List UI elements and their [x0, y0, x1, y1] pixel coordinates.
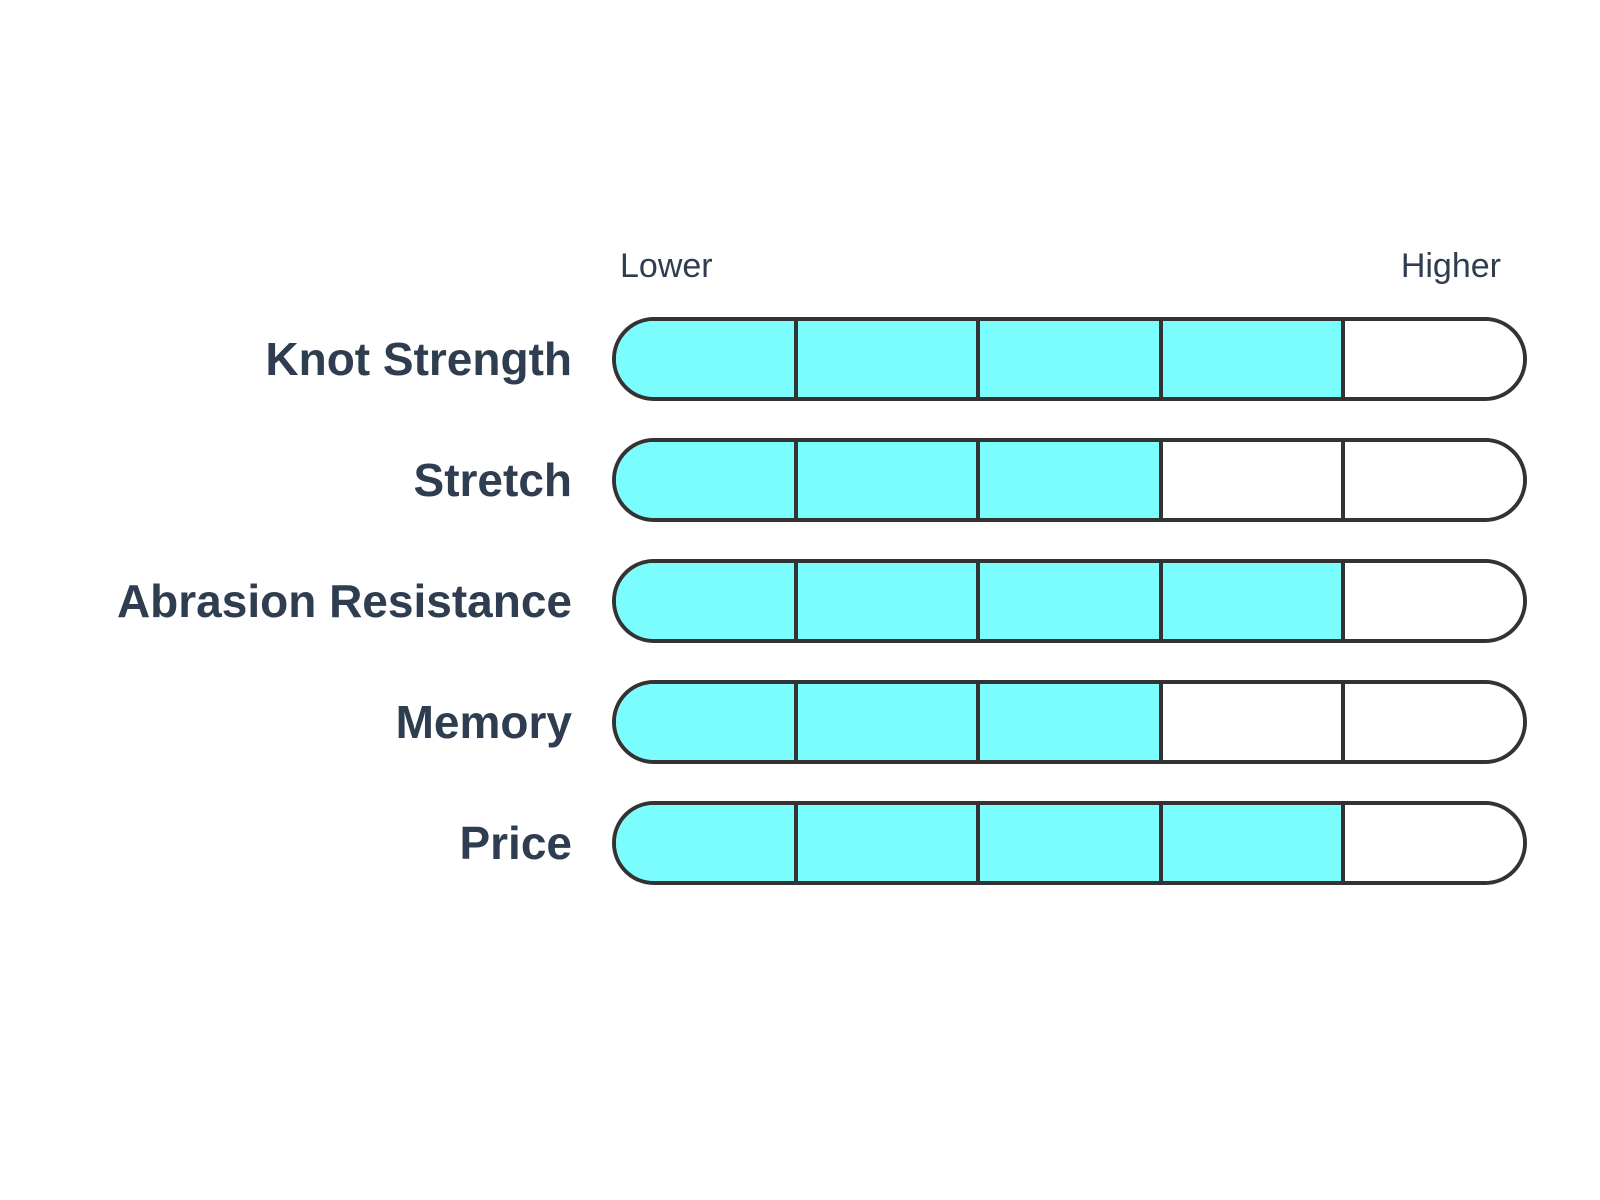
row-label: Stretch: [413, 453, 572, 506]
rating-chart: Lower Higher Knot Strength Stretch Abras…: [0, 246, 1600, 922]
bar-segment-filled: [980, 683, 1163, 760]
bar-segment-empty: [1162, 683, 1345, 760]
scale-label-lower: Lower: [620, 247, 713, 285]
bar-segment-filled: [980, 320, 1163, 397]
bar-segment-empty: [1344, 683, 1523, 760]
rating-bar: [612, 316, 1527, 401]
bar-segment-empty: [1344, 320, 1523, 397]
bar-segment-filled: [616, 804, 799, 881]
bar-segment-filled: [616, 562, 799, 639]
scale-label-higher: Higher: [1400, 247, 1501, 285]
bar-segment-filled: [1162, 562, 1345, 639]
bar-segment-filled: [798, 441, 981, 518]
row-label: Price: [459, 816, 572, 869]
bar-segment-filled: [616, 441, 799, 518]
bar-segment-empty: [1344, 441, 1523, 518]
chart-row-abrasion-resistance: Abrasion Resistance: [0, 558, 1600, 643]
bar-segment-filled: [980, 441, 1163, 518]
row-label: Abrasion Resistance: [116, 574, 572, 627]
bar-segment-filled: [798, 562, 981, 639]
chart-row-memory: Memory: [0, 679, 1600, 764]
scale-header: Lower Higher: [612, 246, 1527, 287]
bar-segment-filled: [980, 562, 1163, 639]
row-label: Memory: [395, 695, 572, 748]
bar-segment-empty: [1162, 441, 1345, 518]
chart-row-price: Price: [0, 800, 1600, 885]
chart-row-stretch: Stretch: [0, 437, 1600, 522]
bar-segment-filled: [798, 683, 981, 760]
bar-segment-filled: [1162, 320, 1345, 397]
bar-segment-empty: [1344, 804, 1523, 881]
bar-segment-empty: [1344, 562, 1523, 639]
rating-bar: [612, 800, 1527, 885]
rating-bar: [612, 558, 1527, 643]
row-label: Knot Strength: [265, 332, 572, 385]
chart-row-knot-strength: Knot Strength: [0, 316, 1600, 401]
bar-segment-filled: [798, 804, 981, 881]
bar-segment-filled: [1162, 804, 1345, 881]
bar-segment-filled: [616, 320, 799, 397]
rating-bar: [612, 437, 1527, 522]
bar-segment-filled: [980, 804, 1163, 881]
bar-segment-filled: [616, 683, 799, 760]
rating-bar: [612, 679, 1527, 764]
bar-segment-filled: [798, 320, 981, 397]
